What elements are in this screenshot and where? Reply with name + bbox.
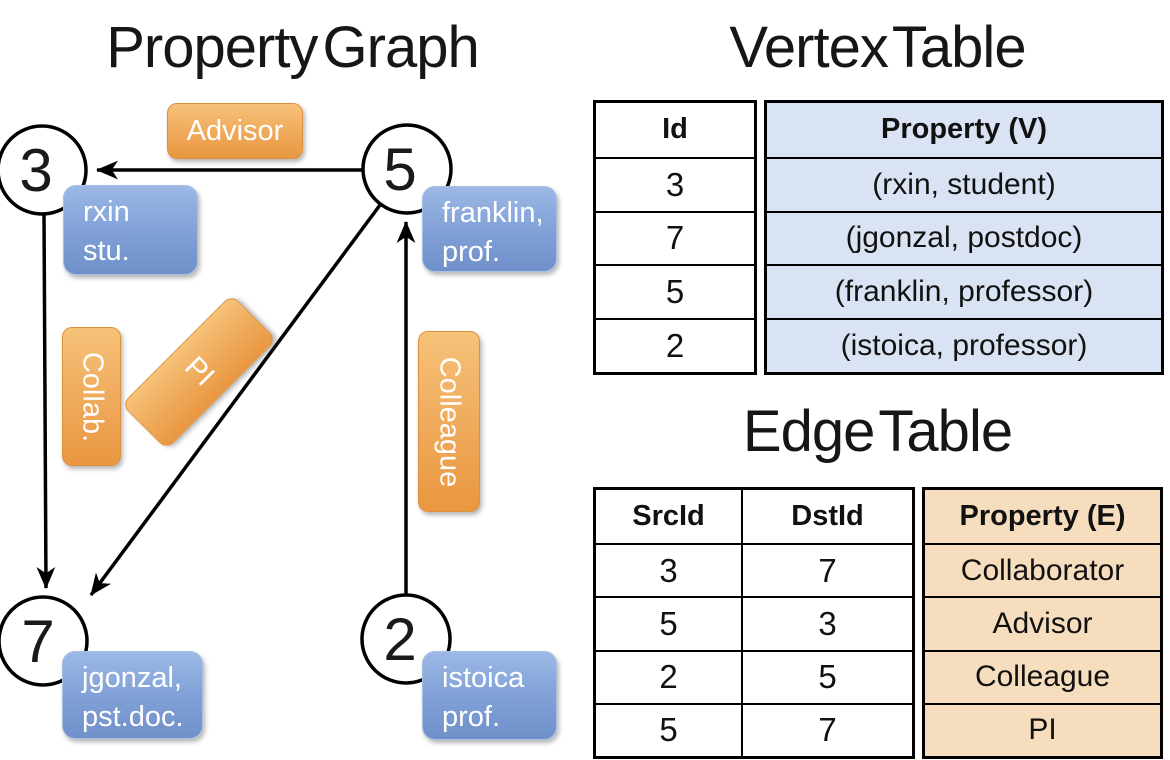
node-property-line1: franklin, [442, 197, 544, 229]
node-property-box-3: rxin stu. [63, 185, 198, 275]
vertex-id-cell: 2 [596, 318, 754, 372]
node-id-2: 2 [383, 606, 416, 673]
edge-3-to-7 [36, 212, 56, 589]
edge-srcid-cell: 5 [596, 596, 743, 650]
edge-property-cell: PI [925, 702, 1160, 756]
edge-label-pi-text: PI [178, 350, 221, 393]
vertex-property-cell: (rxin, student) [767, 156, 1161, 211]
node-property-box-5: franklin, prof. [422, 186, 557, 272]
edge-srcid-header: SrcId [596, 490, 743, 544]
edge-label-collab: Collab. [62, 327, 121, 466]
vertex-table-id-column: Id 3 7 5 2 [593, 100, 757, 375]
edge-label-advisor: Advisor [167, 103, 303, 159]
edge-dstid-cell: 5 [743, 649, 912, 703]
vertex-property-cell: (istoica, professor) [767, 318, 1161, 372]
edge-label-colleague-text: Colleague [433, 356, 466, 487]
node-property-line1: jgonzal, [82, 662, 182, 694]
edge-table-title: Edge Table [742, 399, 1013, 464]
vertex-table-property-column: Property (V) (rxin, student) (jgonzal, p… [764, 100, 1164, 375]
vertex-table: Id 3 7 5 2 Property (V) (rxin, student) … [593, 100, 1164, 375]
edge-label-collab-text: Collab. [76, 351, 108, 442]
edge-label-advisor-text: Advisor [186, 114, 284, 147]
property-graph-title: Property Graph [106, 15, 480, 80]
edge-5-to-7 [89, 203, 382, 597]
node-property-line2: stu. [83, 235, 130, 268]
edge-property-header: Property (E) [925, 490, 1160, 544]
edge-dstid-cell: 3 [743, 596, 912, 649]
node-property-line2: prof. [442, 236, 501, 269]
node-id-5: 5 [383, 136, 416, 203]
node-property-line1: rxin [83, 196, 130, 228]
node-id-3: 3 [19, 137, 52, 204]
edge-property-cell: Advisor [925, 596, 1160, 650]
vertex-id-cell: 3 [596, 156, 754, 211]
node-property-box-7: jgonzal, pst.doc. [62, 651, 203, 739]
edge-table: SrcId DstId 3 7 5 3 2 5 5 7 Property (E)… [593, 487, 1163, 759]
vertex-property-header: Property (V) [767, 103, 1161, 157]
edge-property-cell: Collaborator [925, 543, 1160, 597]
vertex-id-header: Id [662, 113, 688, 146]
edge-srcid-cell: 2 [596, 649, 743, 703]
edge-table-id-columns: SrcId DstId 3 7 5 3 2 5 5 7 [593, 487, 915, 759]
vertex-id-cell: 5 [596, 264, 754, 318]
edge-table-property-column: Property (E) Collaborator Advisor Collea… [922, 487, 1163, 759]
edge-dstid-cell: 7 [743, 543, 912, 596]
vertex-property-cell: (franklin, professor) [767, 264, 1161, 319]
node-id-7: 7 [21, 608, 54, 675]
node-property-line2: pst.doc. [82, 701, 184, 734]
node-property-line1: istoica [442, 662, 525, 694]
node-property-line2: prof. [442, 701, 501, 734]
vertex-property-cell: (jgonzal, postdoc) [767, 210, 1161, 265]
node-property-box-2: istoica prof. [422, 651, 557, 740]
vertex-table-title: Vertex Table [729, 15, 1026, 80]
edge-label-colleague: Colleague [418, 331, 480, 512]
edge-srcid-cell: 3 [596, 543, 743, 597]
edge-dstid-header: DstId [791, 500, 864, 533]
vertex-id-cell: 7 [596, 210, 754, 265]
edge-dstid-cell: 7 [743, 702, 912, 756]
edge-srcid-cell: 5 [596, 702, 743, 756]
edge-property-cell: Colleague [925, 649, 1160, 703]
